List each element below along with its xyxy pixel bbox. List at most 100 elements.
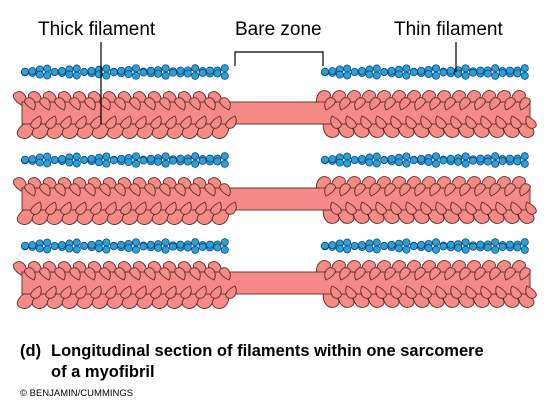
actin-bead xyxy=(43,152,52,161)
myosin-head xyxy=(60,201,72,215)
actin-bead xyxy=(191,152,200,161)
actin-bead xyxy=(43,245,52,254)
actin-bead xyxy=(476,66,485,75)
actin-bead xyxy=(439,242,448,251)
myosin-head xyxy=(219,267,231,281)
actin-bead xyxy=(446,66,455,75)
myosin-head xyxy=(405,285,417,299)
myosin-head xyxy=(174,97,186,111)
actin-bead xyxy=(65,70,74,79)
actin-bead xyxy=(21,67,29,76)
actin-bead xyxy=(72,238,81,247)
actin-bead xyxy=(58,66,66,75)
actin-bead xyxy=(350,67,359,76)
actin-bead xyxy=(498,68,507,77)
actin-bead xyxy=(183,69,192,78)
myosin-head xyxy=(135,201,147,215)
actin-bead xyxy=(520,159,529,168)
myosin-head xyxy=(330,201,342,215)
myosin-head xyxy=(189,97,201,111)
actin-bead xyxy=(395,158,403,167)
actin-bead xyxy=(220,245,229,254)
myosin-head xyxy=(135,285,147,299)
actin-bead xyxy=(321,241,329,250)
actin-bead xyxy=(350,155,359,164)
actin-bead xyxy=(491,71,500,80)
thin-filaments xyxy=(21,64,529,254)
actin-bead xyxy=(95,158,103,167)
myosin-head xyxy=(45,201,57,215)
myosin-head xyxy=(504,97,516,111)
actin-bead xyxy=(206,240,214,249)
myosin-head xyxy=(414,267,426,281)
myosin-head xyxy=(489,97,501,111)
myosin-head xyxy=(144,267,156,281)
actin-bead xyxy=(321,67,329,76)
actin-bead xyxy=(139,156,148,165)
actin-bead xyxy=(461,152,470,161)
myosin-head xyxy=(495,285,507,299)
actin-bead xyxy=(513,69,522,78)
actin-bead xyxy=(161,159,170,168)
myosin-head xyxy=(390,115,402,129)
myosin-head xyxy=(120,201,132,215)
actin-bead xyxy=(469,68,477,77)
myosin-head xyxy=(489,183,501,197)
actin-bead xyxy=(483,157,492,166)
actin-bead xyxy=(483,69,492,78)
actin-bead xyxy=(206,66,214,75)
myosin-head xyxy=(99,97,111,111)
myosin-head xyxy=(345,285,357,299)
actin-bead xyxy=(380,242,389,250)
actin-bead xyxy=(28,241,37,250)
myosin-head xyxy=(180,115,192,129)
actin-bead xyxy=(102,71,111,80)
actin-bead xyxy=(335,70,344,79)
actin-bead xyxy=(21,155,29,164)
actin-bead xyxy=(80,242,89,250)
actin-bead xyxy=(372,152,381,161)
actin-bead xyxy=(124,244,133,253)
actin-bead xyxy=(402,245,411,254)
actin-bead xyxy=(72,159,81,168)
actin-bead xyxy=(365,70,374,79)
actin-bead xyxy=(169,68,177,77)
actin-bead xyxy=(95,244,103,253)
myosin-head xyxy=(159,183,171,197)
actin-bead xyxy=(198,242,207,251)
actin-bead xyxy=(169,156,177,165)
myosin-head xyxy=(429,183,441,197)
actin-bead xyxy=(469,156,477,165)
actin-bead xyxy=(402,159,411,168)
myosin-head xyxy=(435,285,447,299)
actin-bead xyxy=(506,66,514,75)
actin-bead xyxy=(154,69,163,78)
myosin-head xyxy=(414,97,426,111)
myosin-head xyxy=(510,285,522,299)
actin-bead xyxy=(35,244,44,253)
actin-bead xyxy=(417,240,426,249)
myosin-head xyxy=(504,183,516,197)
myosin-head xyxy=(150,115,162,129)
myosin-head xyxy=(390,201,402,215)
actin-bead xyxy=(402,71,411,80)
myosin-head xyxy=(474,97,486,111)
actin-bead xyxy=(50,67,59,76)
actin-bead xyxy=(417,154,426,163)
myosin-head xyxy=(210,115,222,129)
copyright-credit: © BENJAMIN/CUMMINGS xyxy=(20,388,134,399)
actin-bead xyxy=(498,156,507,165)
myosin-head xyxy=(69,97,81,111)
myosin-head xyxy=(129,183,141,197)
actin-bead xyxy=(43,71,52,80)
actin-bead xyxy=(432,245,440,254)
myosin-head xyxy=(354,97,366,111)
myosin-head xyxy=(24,183,36,197)
myosin-head xyxy=(519,267,531,281)
myosin-head xyxy=(330,285,342,299)
actin-bead xyxy=(402,64,411,73)
actin-bead xyxy=(454,69,463,78)
actin-bead xyxy=(461,159,470,168)
actin-bead xyxy=(335,158,344,167)
myosin-head xyxy=(324,267,336,281)
